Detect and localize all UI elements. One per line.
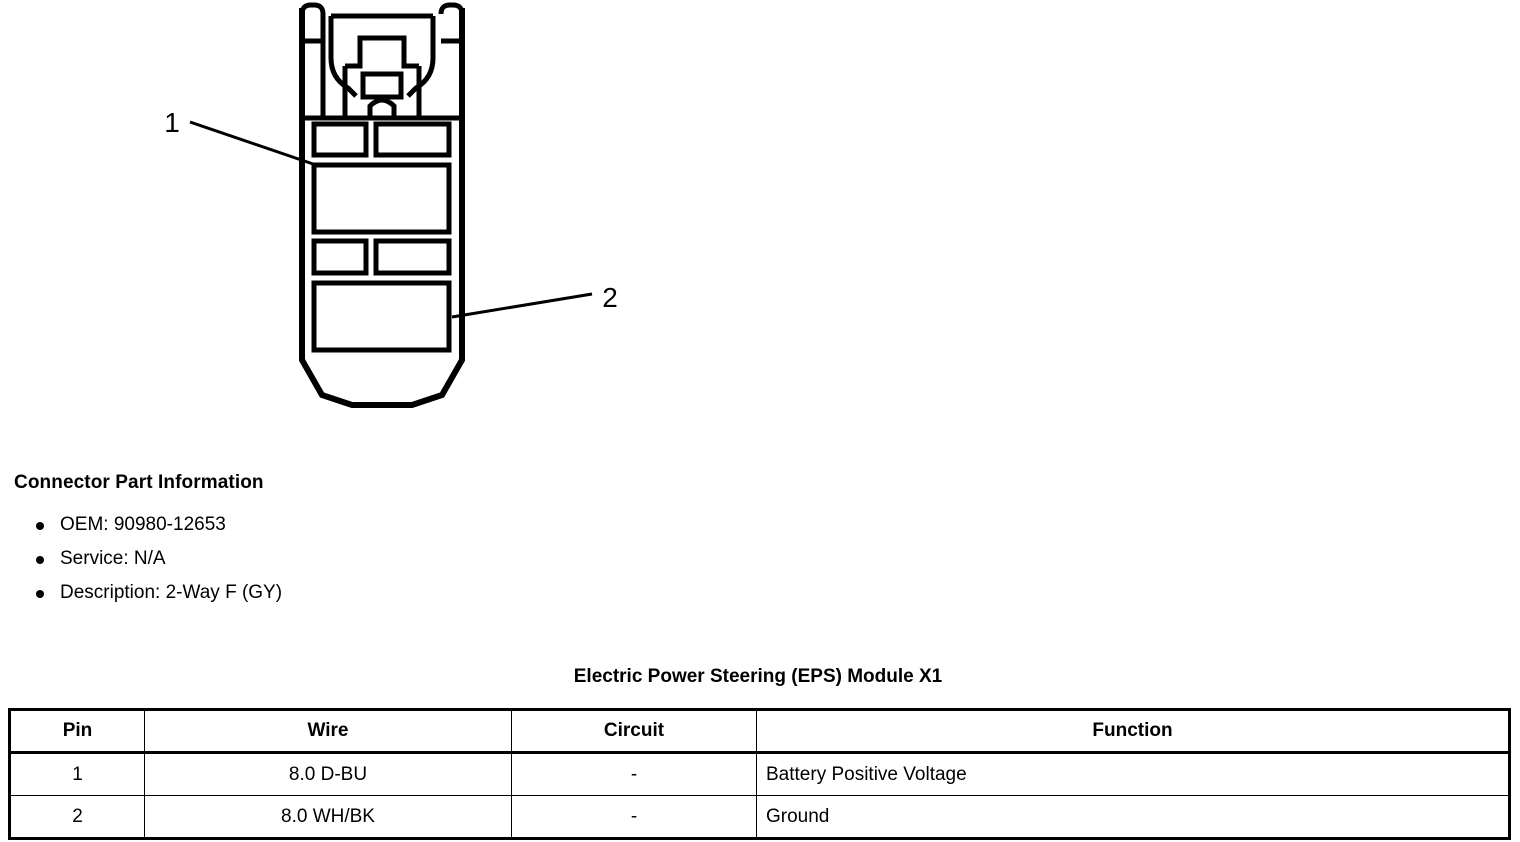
bullet-icon [36,522,44,530]
connector-cavity-small-top-left [311,121,369,158]
list-item: Description: 2-Way F (GY) [14,576,714,610]
callout-1-leader [189,120,317,167]
connector-cavity-wide-top-right [373,121,452,158]
cell-pin: 1 [9,752,145,796]
connector-part-list: OEM: 90980-12653 Service: N/A Descriptio… [14,508,714,610]
connector-cavity-wide-mid-right [373,238,452,276]
connector-part-information-section: Connector Part Information OEM: 90980-12… [14,472,714,610]
list-item: OEM: 90980-12653 [14,508,714,542]
callout-2-label: 2 [602,282,618,313]
connector-illustration: 1 2 [164,2,618,408]
pinout-table: Pin Wire Circuit Function 1 8.0 D-BU - B… [8,708,1511,840]
cell-function: Battery Positive Voltage [756,752,1510,796]
column-header-wire: Wire [144,709,512,754]
table-row: 2 8.0 WH/BK - Ground [9,795,1510,839]
connector-diagram: 1 2 [0,0,660,430]
list-item: Service: N/A [14,542,714,576]
connector-latch-step [345,35,419,69]
callout-1-label: 1 [164,107,180,138]
cell-circuit: - [511,795,757,839]
column-header-circuit: Circuit [511,709,757,754]
pinout-table-container: Pin Wire Circuit Function 1 8.0 D-BU - B… [8,708,1511,840]
bullet-icon [36,556,44,564]
cell-pin: 2 [9,795,145,839]
cell-circuit: - [511,752,757,796]
connector-service-text: Service: N/A [60,548,166,569]
column-header-pin: Pin [9,709,145,754]
connector-left-rail [299,2,326,118]
connector-cavity-pin-2 [311,280,452,353]
cell-function: Ground [766,805,830,827]
table-header-row: Pin Wire Circuit Function [9,709,1510,754]
connector-latch-bracket-right [406,16,436,98]
connector-cavity-small-mid-left [311,238,369,276]
cell-wire: 8.0 D-BU [144,752,512,796]
connector-latch-notch [360,71,404,100]
callout-2-leader [451,292,593,319]
cell-wire: 8.0 WH/BK [144,795,512,839]
connector-latch-bracket [328,16,358,98]
bullet-icon [36,590,44,598]
connector-description-text: Description: 2-Way F (GY) [60,582,283,603]
connector-latch-dome [367,97,397,118]
connector-body-outline [299,8,465,408]
pinout-table-title: Electric Power Steering (EPS) Module X1 [573,666,943,687]
table-row: 1 8.0 D-BU - Battery Positive Voltage [9,752,1510,796]
column-header-function: Function [756,709,1510,754]
connector-right-rail [438,2,465,118]
connector-part-information-heading: Connector Part Information [14,472,264,493]
connector-oem-text: OEM: 90980-12653 [60,514,226,535]
connector-cavity-pin-1 [311,162,452,235]
